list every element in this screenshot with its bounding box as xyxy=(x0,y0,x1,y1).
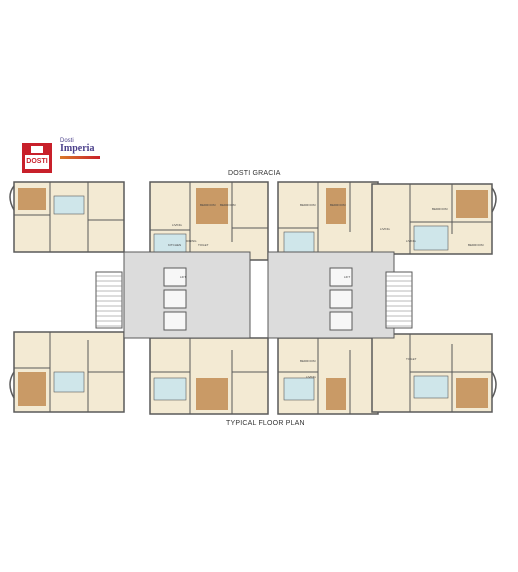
apartment-blocks xyxy=(9,181,497,415)
curved-balcony xyxy=(9,371,15,399)
room-label: BEDROOM xyxy=(468,243,484,247)
bathroom xyxy=(283,377,315,401)
room-label: TOILET xyxy=(198,243,209,247)
bathroom xyxy=(53,371,85,393)
lift-shaft xyxy=(163,267,187,287)
logo-emblem xyxy=(31,146,43,153)
brand-line-2: Imperia xyxy=(60,143,95,154)
bathroom xyxy=(283,231,315,255)
room-label: BEDROOM xyxy=(300,359,316,363)
bathroom xyxy=(153,377,187,401)
wood-floor-bedroom xyxy=(456,378,488,408)
logo-text: DOSTI xyxy=(25,155,49,169)
room-label: LIFT xyxy=(344,275,350,279)
lift-shaft xyxy=(163,311,187,331)
room-label: LIFT xyxy=(180,275,186,279)
project-brand: Dosti Imperia xyxy=(60,138,100,159)
wood-floor-bedroom xyxy=(456,190,488,218)
brand-line-1: Dosti xyxy=(60,138,74,144)
wood-floor-bedroom xyxy=(196,188,228,224)
room-label: KITCHEN xyxy=(168,243,181,247)
left-lift-lobby xyxy=(123,251,251,339)
room-label: DINING xyxy=(186,239,197,243)
curved-balcony xyxy=(491,187,497,213)
brand-underline xyxy=(60,156,100,159)
staircase xyxy=(95,271,123,329)
bathroom xyxy=(413,225,449,251)
bathroom xyxy=(53,195,85,215)
lift-shaft xyxy=(329,289,353,309)
lift-shaft xyxy=(329,311,353,331)
room-label: BEDROOM xyxy=(200,203,216,207)
room-label: LIVING xyxy=(380,227,391,231)
staircase xyxy=(385,271,413,329)
room-label: LIVING xyxy=(306,375,317,379)
building-name-label: DOSTI GRACIA xyxy=(228,170,281,177)
wood-floor-bedroom xyxy=(326,378,346,410)
floor-plan-caption: TYPICAL FLOOR PLAN xyxy=(226,420,305,427)
wood-floor-bedroom xyxy=(326,188,346,224)
dosti-logo: DOSTI xyxy=(22,143,52,173)
lift-shaft xyxy=(329,267,353,287)
room-label: BEDROOM xyxy=(220,203,236,207)
lift-shaft xyxy=(163,289,187,309)
room-labels: BEDROOM BEDROOM LIVING DINING KITCHEN TOILET B… xyxy=(168,203,484,379)
room-label: BEDROOM xyxy=(432,207,448,211)
room-label: LIVING xyxy=(172,223,183,227)
wood-floor-bedroom xyxy=(196,378,228,410)
room-label: BEDROOM xyxy=(330,203,346,207)
curved-balcony xyxy=(9,185,15,211)
room-label: BEDROOM xyxy=(300,203,316,207)
wood-floor-bedroom xyxy=(18,372,46,406)
apartment-top-left xyxy=(13,181,125,253)
bathroom xyxy=(413,375,449,399)
curved-balcony xyxy=(491,371,497,399)
service-core xyxy=(95,251,413,339)
room-label: TOILET xyxy=(406,357,417,361)
wood-floor-bedroom xyxy=(18,188,46,210)
room-label: LIVING xyxy=(406,239,417,243)
